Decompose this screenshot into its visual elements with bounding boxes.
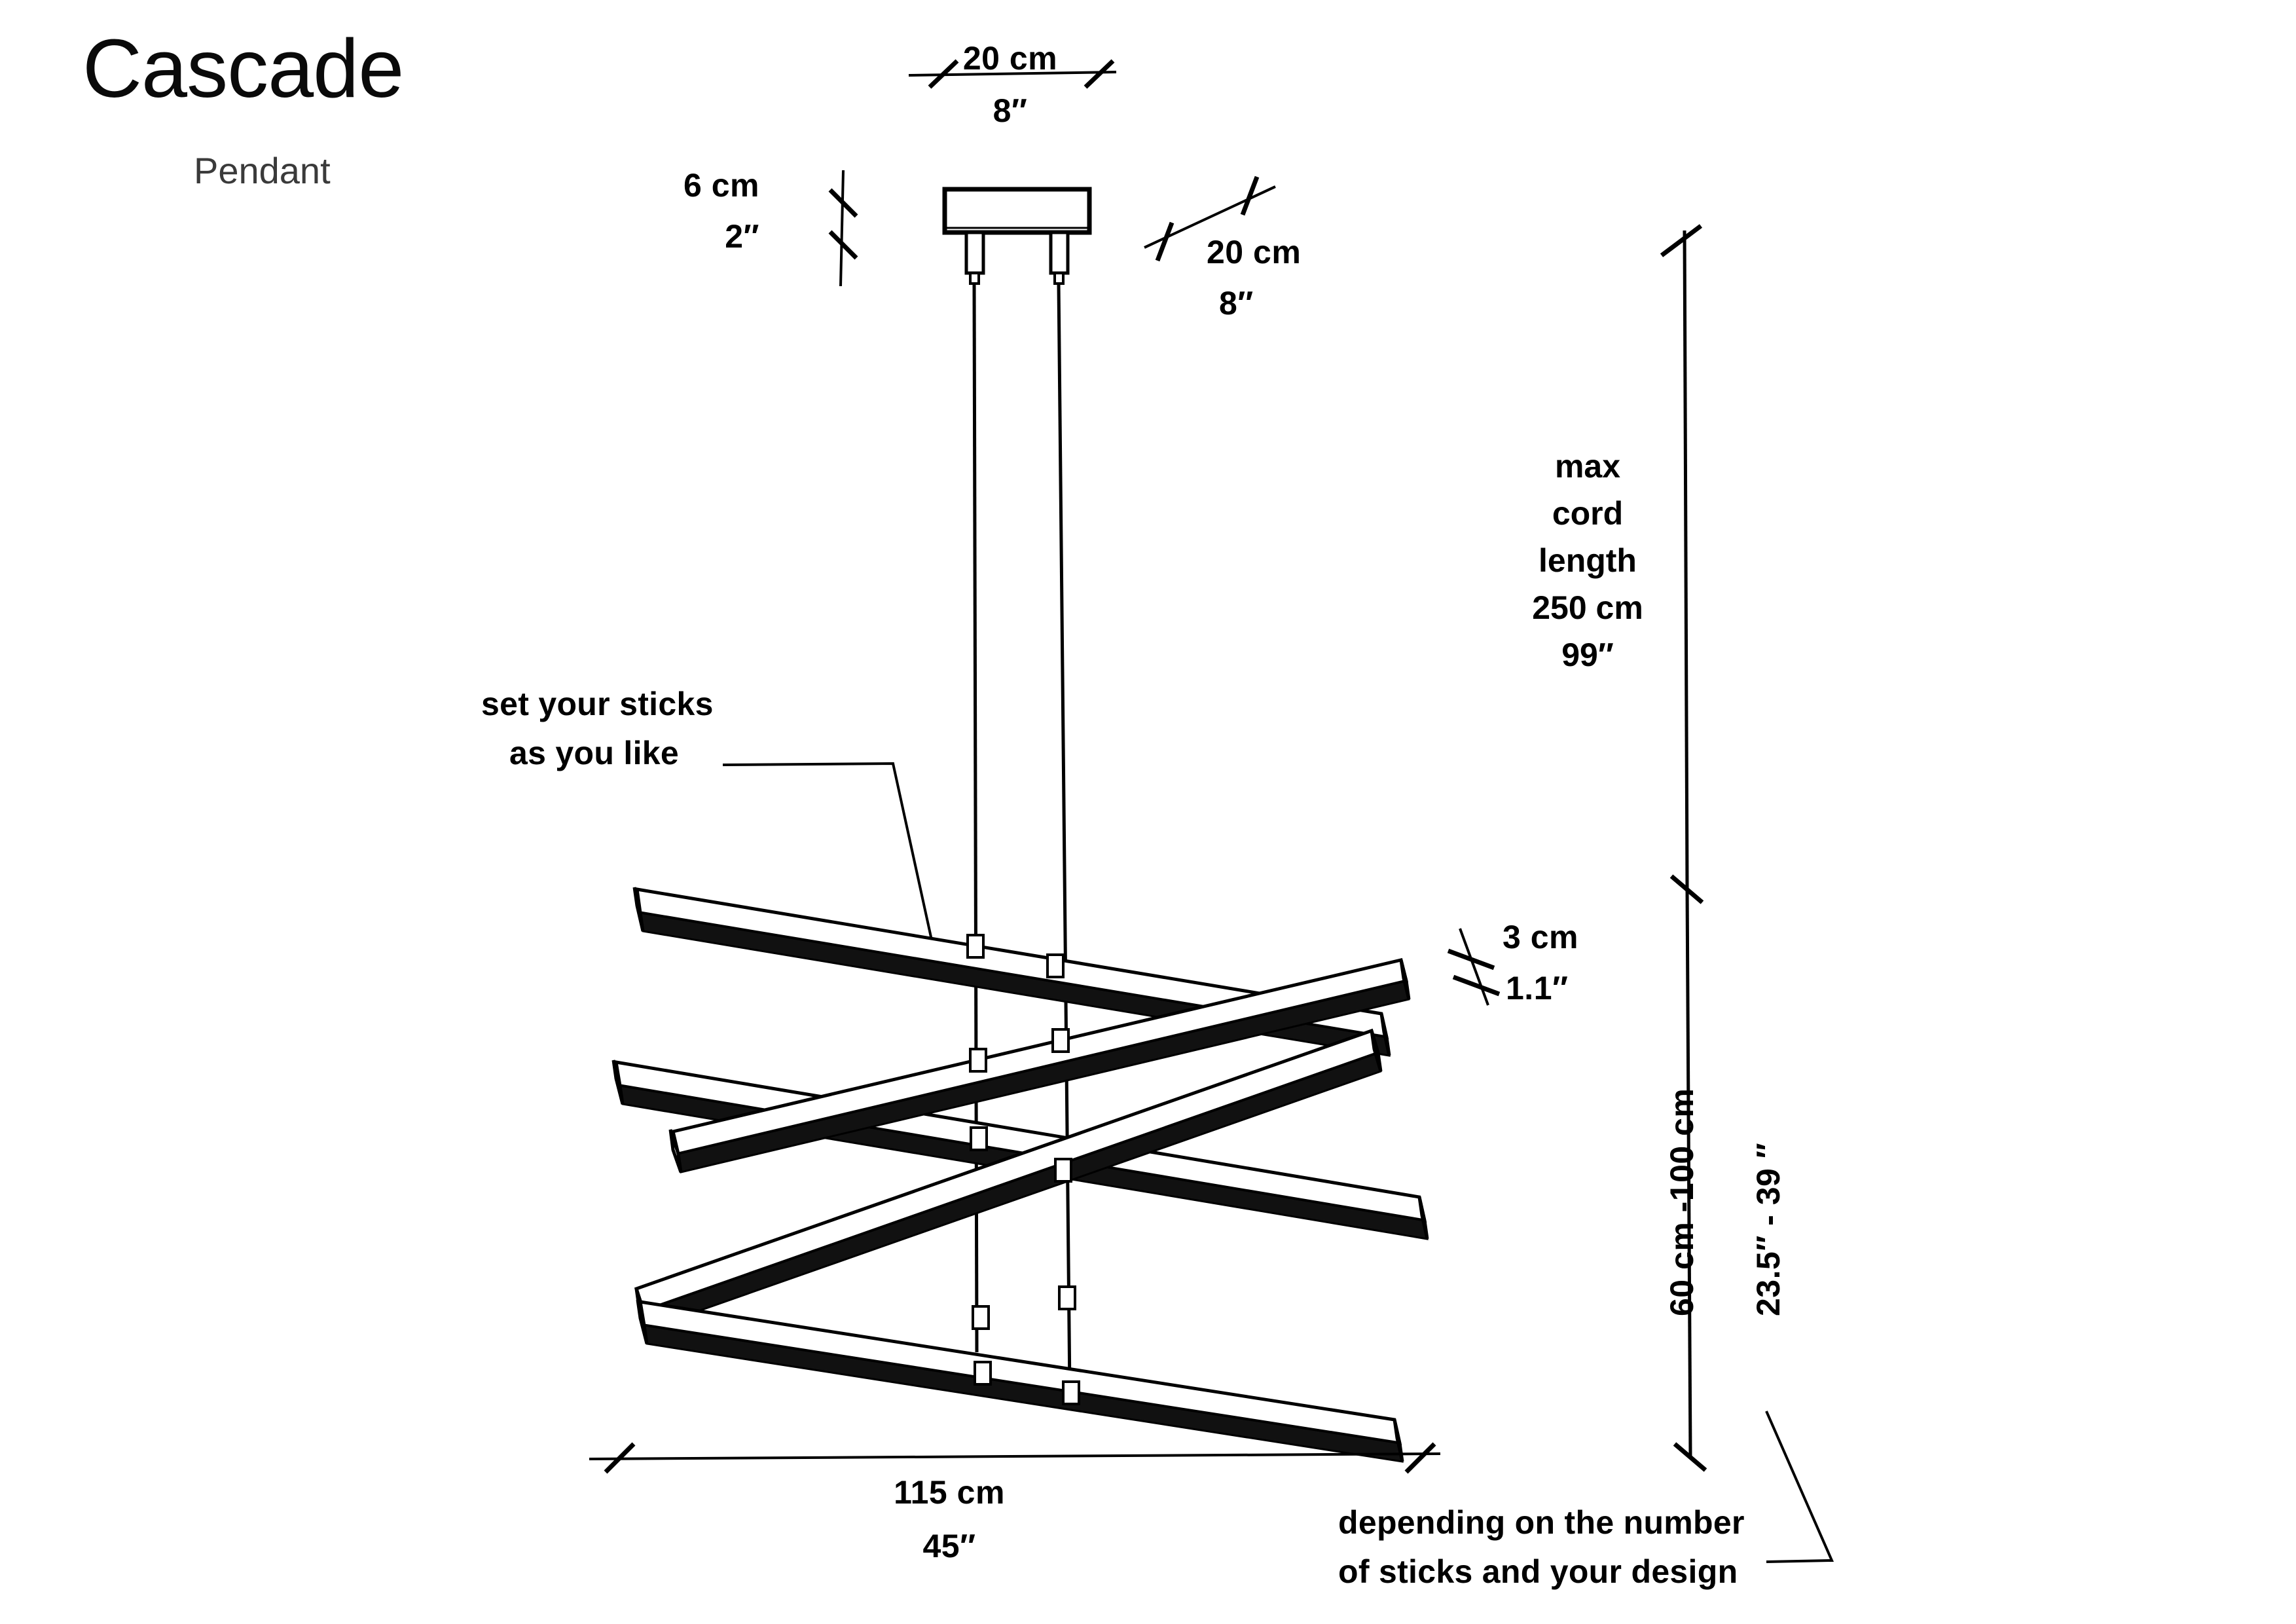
- sticks-note-line-2: as you like: [509, 735, 679, 771]
- canopy-width-metric-label: 20 cm: [962, 40, 1058, 77]
- fixture-height-dimension: [1673, 887, 1707, 1472]
- sticks-note-leader: [722, 762, 934, 944]
- height-note-leader: [1765, 1411, 1834, 1563]
- max-cord-line-4: 250 cm: [1532, 589, 1643, 626]
- height-note-line-2: of sticks and your design: [1338, 1553, 1738, 1590]
- overall-width-imperial-label: 45″: [922, 1528, 976, 1564]
- canopy-width-imperial-label: 8″: [993, 92, 1028, 129]
- ceiling-canopy: [942, 187, 1092, 235]
- stick-thickness-imperial-label: 1.1″: [1506, 970, 1569, 1006]
- max-cord-line-2: cord: [1552, 495, 1624, 532]
- stick-thickness-metric-label: 3 cm: [1503, 919, 1578, 955]
- cord-grip-left: [964, 231, 985, 285]
- height-note-line-1: depending on the number: [1338, 1504, 1745, 1541]
- page-title: Cascade: [82, 22, 404, 115]
- max-cord-line-5: 99″: [1561, 637, 1614, 673]
- stick-cord-connectors: [966, 934, 1080, 1405]
- light-stick: [636, 1299, 1404, 1463]
- canopy-height-dimension: [828, 170, 858, 287]
- canopy-depth-imperial-label: 8″: [1219, 285, 1254, 322]
- overall-width-metric-label: 115 cm: [894, 1474, 1005, 1511]
- canopy-depth-dimension: [1144, 175, 1276, 262]
- fixture-height-imperial-label: 23.5″ - 39 ″: [1750, 1142, 1787, 1316]
- canopy-height-imperial-label: 2″: [725, 218, 759, 255]
- canopy-height-metric-label: 6 cm: [683, 167, 759, 204]
- fixture-height-metric-label: 60 cm -100 cm: [1664, 1088, 1700, 1316]
- cord-grip-right: [1049, 231, 1070, 285]
- max-cord-line-1: max: [1554, 448, 1621, 485]
- page-subtitle: Pendant: [194, 150, 331, 191]
- canopy-depth-metric-label: 20 cm: [1207, 234, 1302, 270]
- suspension-cords: [972, 283, 1072, 1392]
- overall-width-dimension: [589, 1442, 1441, 1474]
- light-stick: [668, 958, 1411, 1173]
- canopy-width-dimension: [908, 59, 1117, 89]
- max-cord-line-3: length: [1539, 542, 1637, 579]
- sticks-note-line-1: set your sticks: [481, 686, 714, 722]
- stick-thickness-dimension: [1447, 928, 1501, 1006]
